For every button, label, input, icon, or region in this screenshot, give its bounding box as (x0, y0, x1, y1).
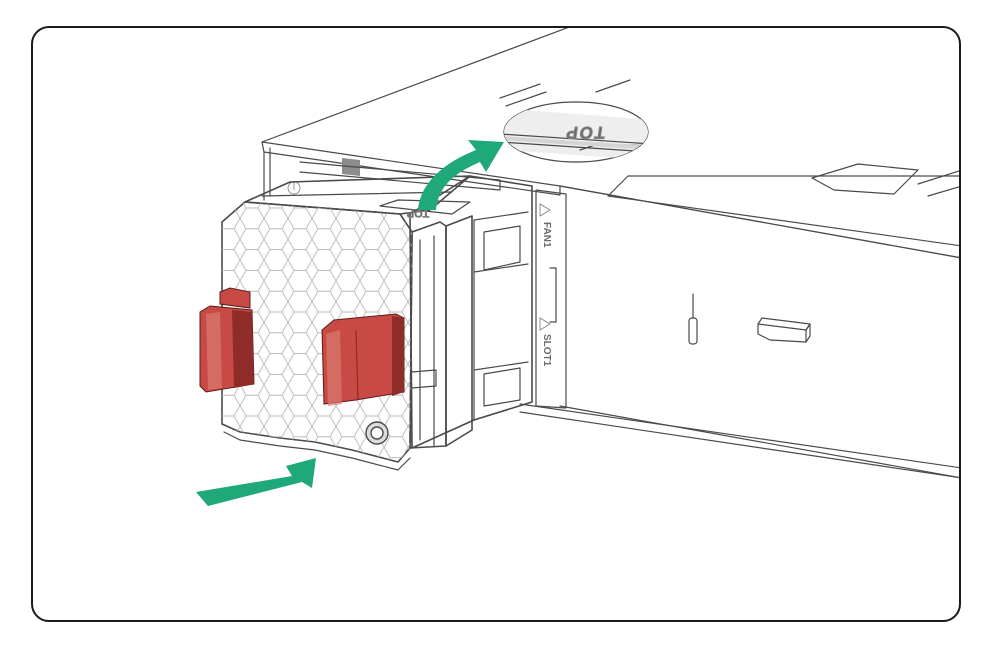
latch (757, 317, 811, 343)
fan-slot-label: FAN1 (539, 203, 552, 248)
chassis (261, 28, 959, 479)
svg-text:FAN1: FAN1 (541, 222, 552, 248)
screwdriver-icon (688, 293, 698, 345)
top-label-magnifier: TOP (503, 101, 649, 163)
svg-text:SLOT1: SLOT1 (541, 334, 552, 367)
curved-arrow-icon (418, 140, 504, 210)
top-label-large: TOP (563, 123, 606, 142)
left-handle[interactable] (199, 287, 255, 393)
slot-number-label: SLOT1 (539, 317, 552, 367)
insert-arrow-icon (196, 458, 316, 506)
captive-screw-icon[interactable] (365, 421, 389, 445)
right-handle[interactable] (321, 313, 405, 406)
